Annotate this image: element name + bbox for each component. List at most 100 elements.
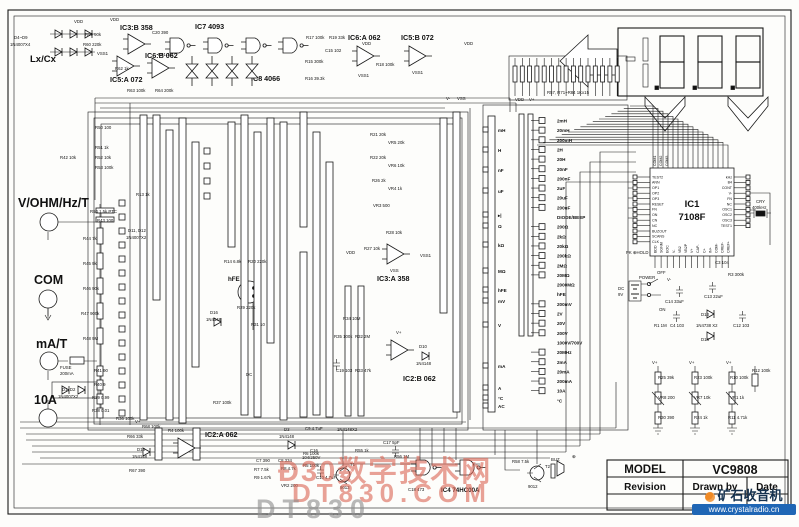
analog-switch [225, 56, 239, 86]
wafer-bar [165, 129, 174, 421]
part-label: C16 [310, 448, 318, 453]
capacitor [673, 311, 680, 322]
part-label: D13 [701, 312, 709, 317]
part-label: Ω [498, 224, 502, 229]
part-label: R8 4.7k [281, 466, 297, 471]
part-label: VR5 20k [388, 140, 405, 145]
wafer-bar [240, 114, 249, 416]
part-label: C17 5pF [383, 440, 400, 445]
part-label: C19 103 [336, 368, 353, 373]
array-resistor [549, 65, 554, 83]
part-label: R42 10k [60, 155, 77, 160]
part-label: 20MHz [557, 350, 572, 355]
part-label: FN [652, 208, 657, 212]
wafer-bar [439, 117, 448, 314]
part-label: 20uF [557, 196, 568, 201]
range-panel: mHHnFuF▸|ΩkΩMΩhFEmVVmAA°CAC2mH20mH200mH2… [482, 117, 585, 409]
part-label: VSS1 [97, 51, 109, 56]
part-label: TEST1 [721, 224, 732, 228]
part-label: 1N4148 [279, 434, 295, 439]
part-label: BUZOUT [652, 229, 668, 233]
pin-pad [745, 185, 751, 191]
part-label: V- [446, 96, 451, 101]
array-resistor [585, 65, 591, 83]
pin-pad [632, 206, 638, 212]
part-label: V+ [396, 330, 402, 335]
part-label: 20V [557, 321, 566, 326]
part-label: DIODE/BEEP [557, 215, 585, 220]
part-label: 2000MΩ [557, 283, 575, 288]
part-label: COM1 [653, 156, 657, 166]
part-label: 200kΩ [557, 254, 571, 259]
part-label: 200V [557, 331, 569, 336]
unit-pad [482, 384, 489, 391]
part-label: CONT [722, 186, 733, 190]
part-label: V+ [726, 360, 732, 365]
contact-pad [203, 147, 211, 155]
part-label: R68 100k [142, 424, 161, 429]
part-label: R66 33k [127, 434, 144, 439]
part-label: IN+ [708, 247, 712, 253]
part-label: 1N4007X4 [10, 42, 31, 47]
opamp [382, 243, 410, 265]
part-label: COM2 [659, 156, 663, 166]
part-label: R12 100k [752, 368, 771, 373]
part-label: R34 10M [343, 316, 361, 321]
ic5a-label: IC5:A 072 [110, 75, 143, 84]
terminal-10a[interactable]: 10A [34, 393, 58, 428]
range-pad [538, 367, 546, 375]
part-label: 200Ω [557, 225, 569, 230]
part-label: mV [498, 299, 506, 304]
part-label: V- [729, 192, 733, 196]
part-label: R7 7.5k [254, 467, 270, 472]
part-label: C14 33uF [665, 299, 684, 304]
terminal-com[interactable]: COM [34, 273, 63, 321]
ic3b-label: IC3:B 358 [120, 23, 153, 32]
part-label: V+ [689, 360, 695, 365]
pin-pad [745, 223, 751, 229]
resistor [96, 393, 104, 405]
part-label: D10 [419, 344, 427, 349]
pin-pad [632, 212, 638, 218]
hfe-label: hFE [228, 276, 240, 283]
resistor [728, 411, 736, 425]
wafer-bar [452, 111, 461, 413]
wiring-loops [87, 55, 629, 431]
opamp [147, 57, 175, 79]
part-label: VSS1 [412, 70, 424, 75]
part-label: R14 6.8k [224, 259, 242, 264]
part-label: ON [659, 307, 665, 312]
part-label: R62 1k [115, 66, 129, 71]
terminal-ma[interactable]: mA/T [36, 337, 68, 371]
part-label: C7 390 [256, 458, 270, 463]
range-pad [538, 387, 546, 395]
part-label: FN [727, 197, 732, 201]
wafer-bar [139, 114, 148, 421]
part-label: AC [498, 404, 505, 409]
wafer-bar [312, 131, 321, 416]
unit-pad [482, 166, 489, 173]
part-label: OSC2 [722, 213, 732, 217]
part-label: R67 390 [129, 468, 146, 473]
pin-pad [745, 201, 751, 207]
nand-gate [278, 37, 309, 54]
part-label: V [498, 323, 502, 328]
wire [50, 33, 95, 53]
part-label: VR6 10k [388, 163, 405, 168]
diode [421, 351, 430, 361]
part-label: 20nF [557, 167, 568, 172]
resistor [654, 411, 662, 425]
part-label: VB2 [678, 246, 682, 253]
ic4-label: IC4 74HC00A [441, 487, 480, 494]
part-label: V- [667, 277, 672, 282]
fuse [69, 356, 85, 365]
terminal-v-ohm[interactable]: V/OHM/Hz/T [18, 196, 89, 232]
range-pad [538, 358, 546, 366]
part-label: R59 90k [85, 32, 102, 37]
ic7-label: IC7 4093 [195, 22, 224, 31]
part-label: V+ [135, 419, 141, 424]
analog-switch [245, 56, 259, 86]
part-label: R54 1.5k PTC [90, 209, 117, 214]
part-label: VSS1 [420, 253, 432, 258]
